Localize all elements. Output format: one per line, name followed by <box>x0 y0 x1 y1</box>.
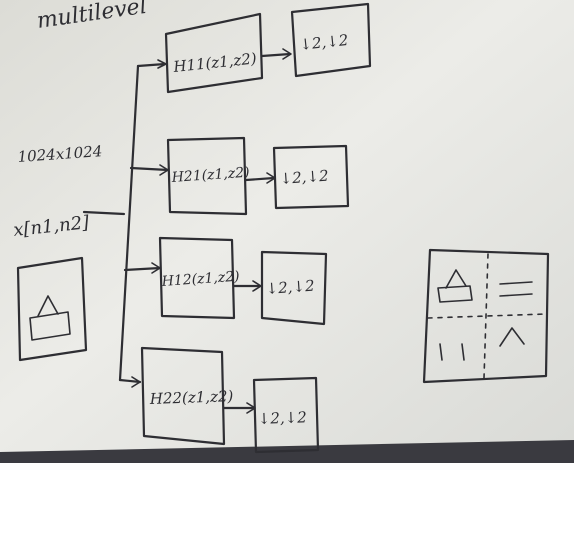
input-image-sketch <box>16 256 88 362</box>
input-size-label: 1024x1024 <box>17 142 103 166</box>
branch-lines <box>82 59 170 388</box>
filter-4-label: H22(z1,z2) <box>149 387 234 408</box>
downsample-4-label: ↓2,↓2 <box>258 408 308 428</box>
filter-2-label: H21(z1,z2) <box>170 165 250 186</box>
whiteboard-drawing: multilevel 1024x1024 x[n1,n2] H11(z1,z2 <box>0 0 574 463</box>
whiteboard-photo: multilevel 1024x1024 x[n1,n2] H11(z1,z2 <box>0 0 574 463</box>
whiteboard-surface <box>0 0 574 463</box>
filter-block-4: H22(z1,z2) ↓2,↓2 <box>140 346 320 454</box>
downsample-1-label: ↓2,↓2 <box>299 31 350 54</box>
filter-3-label: H12(z1,z2) <box>160 269 240 290</box>
blank-area <box>0 463 574 536</box>
output-decomposition-sketch <box>422 248 550 384</box>
downsample-3-label: ↓2,↓2 <box>265 277 315 298</box>
filter-block-2: H21(z1,z2) ↓2,↓2 <box>166 136 350 216</box>
downsample-2-label: ↓2,↓2 <box>279 167 329 188</box>
filter-block-3: H12(z1,z2) ↓2,↓2 <box>158 236 328 326</box>
